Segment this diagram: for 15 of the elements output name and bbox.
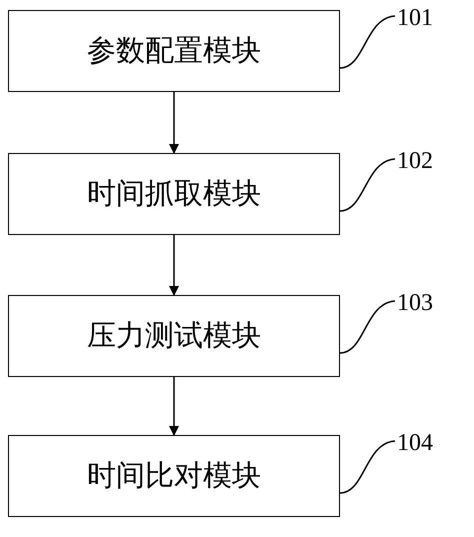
module-box: 时间比对模块 — [8, 435, 340, 517]
callout-number: 103 — [397, 291, 433, 315]
leader-line — [340, 158, 396, 212]
leader-line — [340, 440, 396, 494]
module-box: 时间抓取模块 — [8, 153, 340, 235]
module-box: 压力测试模块 — [8, 295, 340, 377]
module-box: 参数配置模块 — [8, 10, 340, 92]
leader-line — [340, 15, 396, 69]
arrow — [169, 92, 179, 154]
callout-number: 101 — [397, 6, 433, 30]
callout-number: 102 — [397, 149, 433, 173]
callout-number: 104 — [397, 431, 433, 455]
arrow — [169, 377, 179, 436]
leader-line — [340, 300, 396, 354]
arrow — [169, 235, 179, 296]
